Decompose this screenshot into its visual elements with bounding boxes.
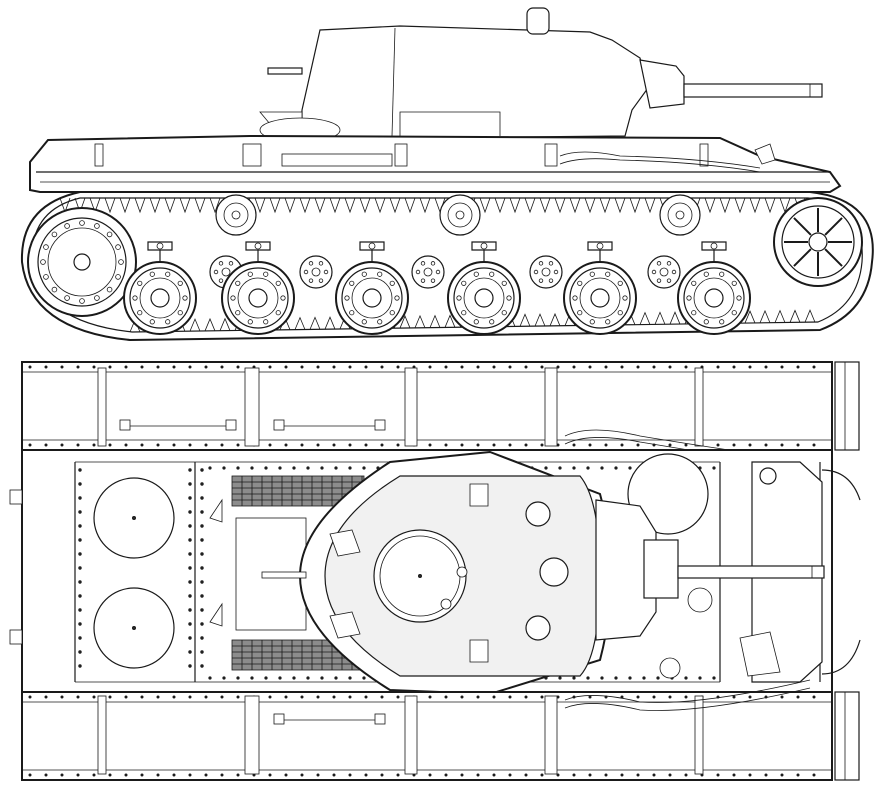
return-roller-2 xyxy=(439,194,481,236)
turret-body xyxy=(301,25,649,139)
return-roller-1 xyxy=(215,194,257,236)
main-gun-top xyxy=(677,565,825,579)
driver-hatch xyxy=(627,453,709,535)
drive-sprocket xyxy=(27,207,137,317)
suspension-mounts xyxy=(147,241,727,264)
turret-periscope-1 xyxy=(525,501,551,527)
turret-side xyxy=(259,7,823,143)
road-wheel-5 xyxy=(563,261,637,335)
turret-periscope-3 xyxy=(525,615,551,641)
small-roller-4 xyxy=(529,255,563,289)
top-view xyxy=(9,361,861,781)
small-roller-5 xyxy=(647,255,681,289)
idler-wheel xyxy=(773,197,863,287)
return-roller-3 xyxy=(659,194,701,236)
small-rollers xyxy=(209,255,681,289)
return-rollers xyxy=(215,194,701,236)
suspension-mount-4 xyxy=(471,241,497,264)
upper-fender-strip xyxy=(21,361,860,471)
suspension-mount-5 xyxy=(587,241,613,264)
gun-mantlet-top xyxy=(595,499,657,641)
main-gun-barrel xyxy=(683,83,823,98)
suspension-mount-1 xyxy=(147,241,173,264)
small-roller-3 xyxy=(411,255,445,289)
small-roller-2 xyxy=(299,255,333,289)
road-wheel-4 xyxy=(447,261,521,335)
road-wheel-3 xyxy=(335,261,409,335)
side-view xyxy=(20,7,874,342)
lower-fender-strip xyxy=(21,679,860,781)
turret-periscope-2 xyxy=(539,557,569,587)
road-wheel-6 xyxy=(677,261,751,335)
turret-top xyxy=(261,450,825,696)
rear-mg xyxy=(267,67,303,75)
road-wheel-2 xyxy=(221,261,295,335)
hull-body xyxy=(29,134,842,193)
suspension-mount-6 xyxy=(701,241,727,264)
gun-mantlet xyxy=(639,59,685,109)
suspension-mount-2 xyxy=(245,241,271,264)
turret-cupola xyxy=(526,7,550,35)
road-wheel-1 xyxy=(123,261,197,335)
hull-side xyxy=(29,134,842,215)
road-wheels xyxy=(123,261,751,335)
